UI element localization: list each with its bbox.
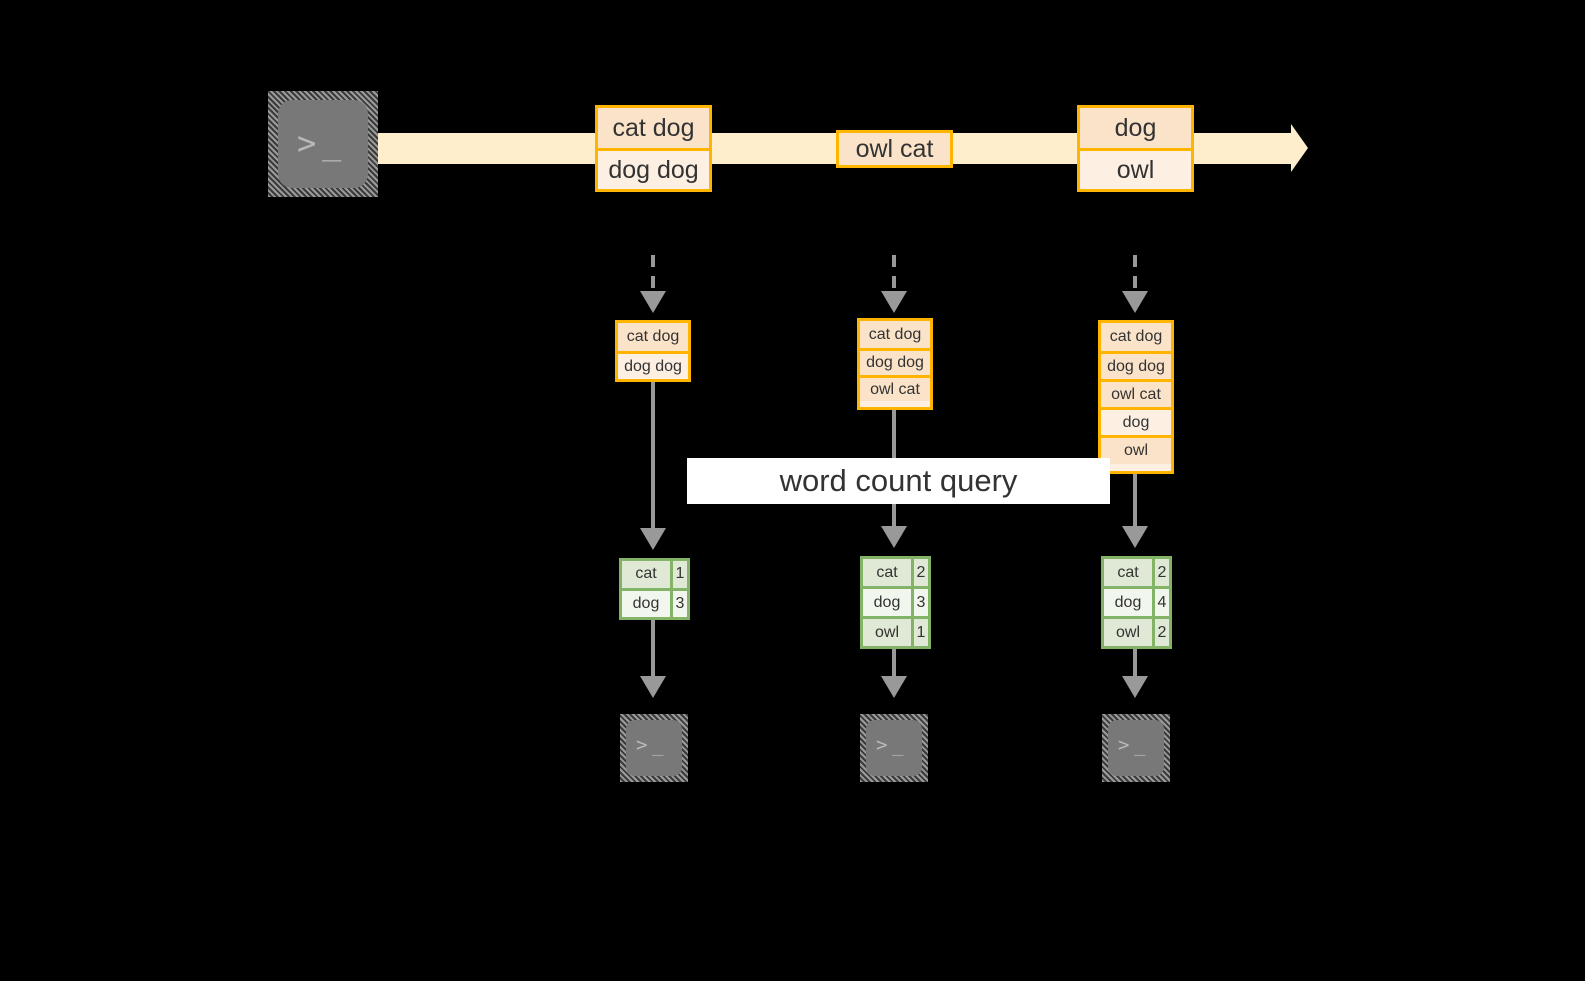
result-word: dog	[632, 594, 660, 612]
stream-group-2[interactable]: owl cat	[836, 130, 953, 168]
stream-group-1[interactable]: cat dog dog dog	[595, 105, 712, 192]
snapshot-1-sink-terminal-icon[interactable]: terminal-icon > _	[620, 714, 688, 782]
terminal-cursor-symbol: _	[892, 734, 904, 756]
snapshot-3-query-arrowhead-icon	[1122, 526, 1148, 548]
snapshot-1-result-table[interactable]: cat 1 dog 3	[619, 558, 690, 620]
stream-record: cat dog	[598, 108, 709, 148]
stream-arrowhead-icon	[1291, 124, 1308, 172]
result-word: cat	[635, 565, 657, 583]
snapshot-2-sink-line	[892, 649, 896, 682]
result-count: 1	[911, 619, 928, 646]
table-row: owl	[1101, 435, 1171, 464]
result-word: cat	[1117, 563, 1139, 581]
snapshot-2-feed-line	[892, 255, 896, 297]
table-row: dog	[1101, 407, 1171, 435]
snapshot-2-result-table[interactable]: cat 2 dog 3 owl 1	[860, 556, 931, 649]
stream-record: dog	[1080, 108, 1191, 148]
snapshot-2-sink-arrowhead-icon	[881, 676, 907, 698]
snapshot-1-input-table[interactable]: cat dog dog dog	[615, 320, 691, 382]
snapshot-3-sink-arrowhead-icon	[1122, 676, 1148, 698]
table-row: owl cat	[860, 375, 930, 401]
result-word: dog	[873, 593, 901, 611]
result-count: 2	[1152, 619, 1169, 646]
stream-record: owl	[1080, 148, 1191, 189]
table-row: cat 1	[622, 561, 687, 588]
result-count: 1	[670, 561, 687, 588]
table-row: dog 4	[1104, 586, 1169, 616]
snapshot-1-query-line	[651, 382, 655, 534]
source-terminal-icon[interactable]: > _	[268, 91, 378, 197]
snapshot-3-feed-arrowhead-icon	[1122, 291, 1148, 313]
table-row: cat dog	[618, 323, 688, 351]
table-row: owl 2	[1104, 616, 1169, 646]
terminal-prompt-glyph: >	[297, 124, 317, 162]
result-count: 4	[1152, 589, 1169, 616]
result-count: 2	[911, 559, 928, 586]
table-row: owl 1	[863, 616, 928, 646]
snapshot-2-input-table[interactable]: cat dog dog dog owl cat	[857, 318, 933, 410]
query-label-text: word count query	[779, 463, 1018, 498]
table-row: dog dog	[860, 348, 930, 375]
terminal-cursor-symbol: _	[1134, 734, 1146, 756]
snapshot-1-sink-line	[651, 620, 655, 682]
table-row: cat dog	[860, 321, 930, 348]
result-count: 3	[670, 590, 687, 617]
snapshot-1-query-arrowhead-icon	[640, 528, 666, 550]
terminal-prompt-symbol: >	[1118, 734, 1130, 756]
result-word: dog	[1114, 593, 1142, 611]
snapshot-1-feed-arrowhead-icon	[640, 291, 666, 313]
terminal-screen	[866, 720, 922, 776]
result-word: owl	[874, 623, 899, 641]
result-count: 3	[911, 589, 928, 616]
table-row: cat dog	[1101, 323, 1171, 351]
terminal-screen	[278, 100, 368, 188]
snapshot-3-result-table[interactable]: cat 2 dog 4 owl 2	[1101, 556, 1172, 649]
result-count: 2	[1152, 559, 1169, 586]
stream-group-3[interactable]: dog owl	[1077, 105, 1194, 192]
snapshot-2-sink-terminal-icon[interactable]: > _	[860, 714, 928, 782]
table-row: cat 2	[863, 559, 928, 586]
terminal-screen	[1108, 720, 1164, 776]
result-word: owl	[1115, 623, 1140, 641]
terminal-screen	[626, 720, 682, 776]
terminal-cursor-symbol: _	[652, 734, 664, 756]
snapshot-2-query-arrowhead-icon	[881, 526, 907, 548]
snapshot-3-input-table[interactable]: cat dog dog dog owl cat dog owl	[1098, 320, 1174, 474]
snapshot-3-sink-line	[1133, 649, 1137, 682]
snapshot-1-sink-arrowhead-icon	[640, 676, 666, 698]
snapshot-3-query-line	[1133, 474, 1137, 532]
table-row: dog 3	[863, 586, 928, 616]
terminal-prompt-symbol: >	[636, 734, 648, 756]
result-word: cat	[876, 563, 898, 581]
table-row: dog dog	[618, 351, 688, 379]
table-row: dog 3	[622, 587, 687, 617]
stream-record: owl cat	[839, 133, 950, 165]
snapshot-3-feed-line	[1133, 255, 1137, 297]
snapshot-3-sink-terminal-icon[interactable]: > _	[1102, 714, 1170, 782]
terminal-prompt-symbol: >	[876, 734, 888, 756]
terminal-cursor-glyph: _	[322, 124, 342, 162]
snapshot-2-feed-arrowhead-icon	[881, 291, 907, 313]
query-label-band: word count query	[687, 458, 1110, 504]
snapshot-1-feed-line	[651, 255, 655, 297]
table-row: cat 2	[1104, 559, 1169, 586]
table-row: owl cat	[1101, 379, 1171, 407]
table-row: dog dog	[1101, 351, 1171, 379]
stream-record: dog dog	[598, 148, 709, 189]
